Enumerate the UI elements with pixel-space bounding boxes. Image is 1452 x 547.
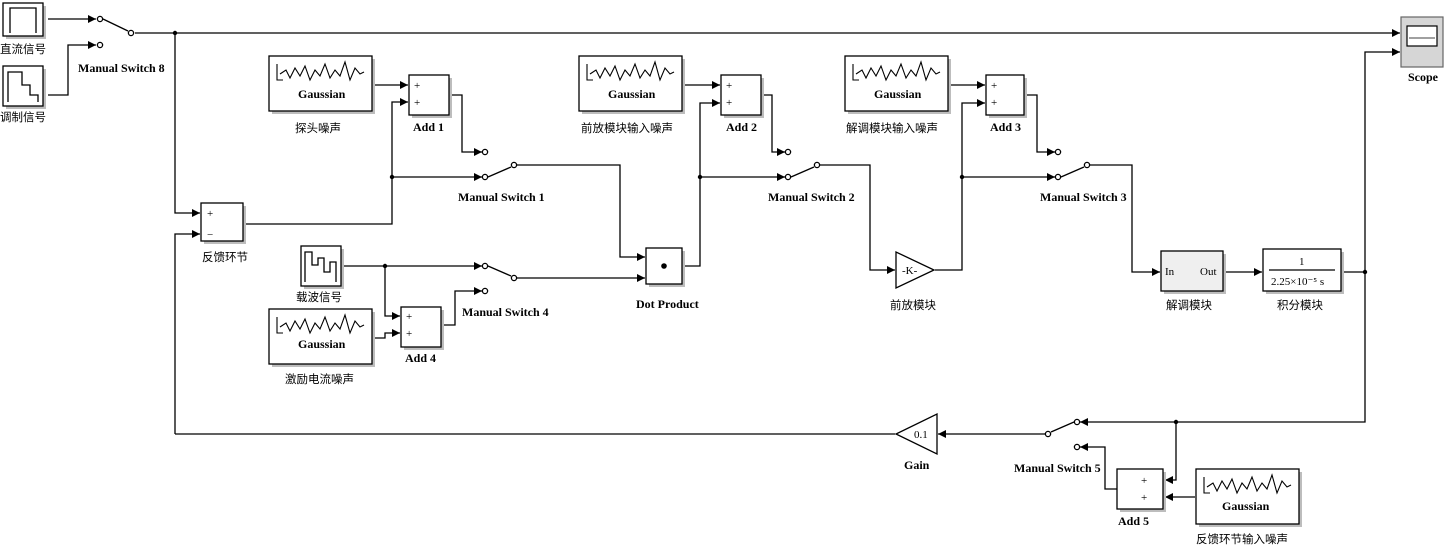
add-4-label: Add 4 xyxy=(405,351,436,365)
svg-text:+: + xyxy=(991,97,997,109)
add-3-block[interactable]: + + Add 3 xyxy=(985,74,1027,134)
signal-wires xyxy=(48,15,1400,501)
scope-block[interactable]: Scope xyxy=(1400,16,1444,84)
svg-text:0.1: 0.1 xyxy=(914,429,928,441)
manual-switch-8[interactable]: Manual Switch 8 xyxy=(78,15,165,75)
add-1-label: Add 1 xyxy=(413,120,444,134)
dc-signal-label: 直流信号 xyxy=(0,42,46,56)
gaussian-feedback-noise[interactable]: Gaussian 反馈环节输入噪声 xyxy=(1195,468,1302,546)
feedback-label: 反馈环节 xyxy=(202,250,248,264)
carrier-signal-label: 载波信号 xyxy=(296,290,342,304)
gaussian-excite-noise[interactable]: Gaussian 激励电流噪声 xyxy=(268,308,375,386)
dc-signal-block[interactable]: 直流信号 xyxy=(0,2,46,56)
demod-label: 解调模块 xyxy=(1166,298,1212,312)
manual-switch-5-label: Manual Switch 5 xyxy=(1014,461,1101,475)
svg-text:−: − xyxy=(207,229,213,241)
manual-switch-2-label: Manual Switch 2 xyxy=(768,190,855,204)
excite-noise-label: 激励电流噪声 xyxy=(285,372,354,386)
add-5-label: Add 5 xyxy=(1118,514,1149,528)
svg-text:1: 1 xyxy=(1299,256,1305,268)
add-3-label: Add 3 xyxy=(990,120,1021,134)
svg-text:Gaussian: Gaussian xyxy=(608,87,656,101)
add-2-label: Add 2 xyxy=(726,120,757,134)
add-1-block[interactable]: + + Add 1 xyxy=(408,74,452,134)
manual-switch-8-label: Manual Switch 8 xyxy=(78,61,165,75)
carrier-signal-block[interactable]: 载波信号 xyxy=(296,245,344,304)
demod-noise-label: 解调模块输入噪声 xyxy=(846,121,938,135)
gaussian-demod-noise[interactable]: Gaussian 解调模块输入噪声 xyxy=(844,55,951,135)
preamp-label: 前放模块 xyxy=(890,298,936,312)
dot-product-block[interactable]: Dot Product xyxy=(636,247,699,311)
probe-noise-label: 探头噪声 xyxy=(295,121,341,135)
manual-switch-1-label: Manual Switch 1 xyxy=(458,190,545,204)
svg-text:In: In xyxy=(1165,266,1175,278)
feedback-noise-label: 反馈环节输入噪声 xyxy=(1196,532,1288,546)
mod-signal-block[interactable]: 调制信号 xyxy=(0,65,46,124)
svg-text:+: + xyxy=(991,80,997,92)
svg-text:+: + xyxy=(406,328,412,340)
svg-text:+: + xyxy=(726,97,732,109)
svg-text:Gaussian: Gaussian xyxy=(874,87,922,101)
manual-switch-2[interactable]: Manual Switch 2 xyxy=(768,148,855,204)
integrator-label: 积分模块 xyxy=(1277,298,1323,312)
svg-text:-K-: -K- xyxy=(902,265,918,277)
gain-block[interactable]: 0.1 Gain xyxy=(894,412,938,472)
scope-label: Scope xyxy=(1408,70,1439,84)
manual-switch-1[interactable]: Manual Switch 1 xyxy=(458,148,545,204)
svg-text:+: + xyxy=(207,208,213,220)
manual-switch-4-label: Manual Switch 4 xyxy=(462,305,549,319)
svg-text:+: + xyxy=(726,80,732,92)
svg-text:+: + xyxy=(1141,492,1147,504)
manual-switch-3-label: Manual Switch 3 xyxy=(1040,190,1127,204)
manual-switch-3[interactable]: Manual Switch 3 xyxy=(1040,148,1127,204)
svg-text:Gaussian: Gaussian xyxy=(298,87,346,101)
preamp-gain-block[interactable]: -K- 前放模块 xyxy=(890,250,936,312)
svg-text:+: + xyxy=(414,97,420,109)
svg-text:+: + xyxy=(414,80,420,92)
feedback-sum-block[interactable]: + − 反馈环节 xyxy=(200,202,248,264)
add-2-block[interactable]: + + Add 2 xyxy=(720,74,764,134)
gaussian-preamp-noise[interactable]: Gaussian 前放模块输入噪声 xyxy=(578,55,685,135)
integrator-block[interactable]: 1 2.25×10⁻⁵ s 积分模块 xyxy=(1262,248,1344,312)
manual-switch-5[interactable]: Manual Switch 5 xyxy=(1014,418,1101,475)
svg-text:Gaussian: Gaussian xyxy=(298,337,346,351)
add-5-block[interactable]: + + Add 5 xyxy=(1116,468,1166,528)
gain-label: Gain xyxy=(904,458,930,472)
svg-text:+: + xyxy=(1141,475,1147,487)
manual-switch-4[interactable]: Manual Switch 4 xyxy=(462,262,549,319)
add-4-block[interactable]: + + Add 4 xyxy=(400,306,444,365)
svg-text:Gaussian: Gaussian xyxy=(1222,499,1270,513)
preamp-noise-label: 前放模块输入噪声 xyxy=(581,121,673,135)
svg-text:+: + xyxy=(406,311,412,323)
svg-text:Out: Out xyxy=(1200,266,1217,278)
svg-text:2.25×10⁻⁵ s: 2.25×10⁻⁵ s xyxy=(1271,276,1324,288)
mod-signal-label: 调制信号 xyxy=(0,110,46,124)
dot-product-label: Dot Product xyxy=(636,297,699,311)
gaussian-probe-noise[interactable]: Gaussian 探头噪声 xyxy=(268,55,375,135)
demod-block[interactable]: In Out 解调模块 xyxy=(1160,250,1226,312)
